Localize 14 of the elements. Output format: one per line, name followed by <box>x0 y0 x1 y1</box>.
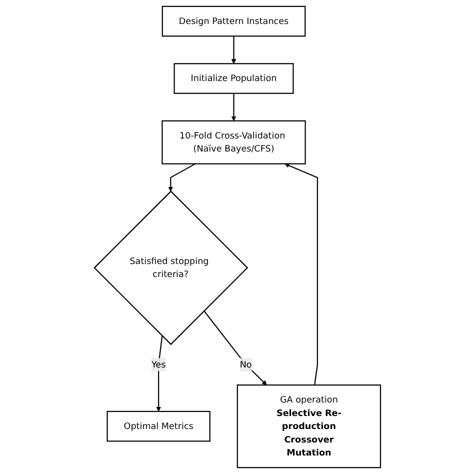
arrow <box>168 163 196 192</box>
arrow <box>156 336 162 412</box>
edge-label: No <box>239 359 252 370</box>
arrow <box>230 93 236 122</box>
node-box: Design Pattern Instances <box>161 6 306 37</box>
node-box: GA operation Selective Re-production Crossover Mutation <box>236 384 381 468</box>
edge-label: Yes <box>151 359 166 370</box>
node-diamond: Satisfied stopping criteria? <box>93 190 248 346</box>
arrow <box>284 163 318 386</box>
arrow <box>230 36 236 64</box>
node-box: Initialize Population <box>173 63 294 94</box>
node-box: 10-Fold Cross-Validation (Naïve Bayes/CFS) <box>161 120 306 164</box>
arrow <box>203 310 266 386</box>
node-box: Optimal Metrics <box>106 410 210 442</box>
